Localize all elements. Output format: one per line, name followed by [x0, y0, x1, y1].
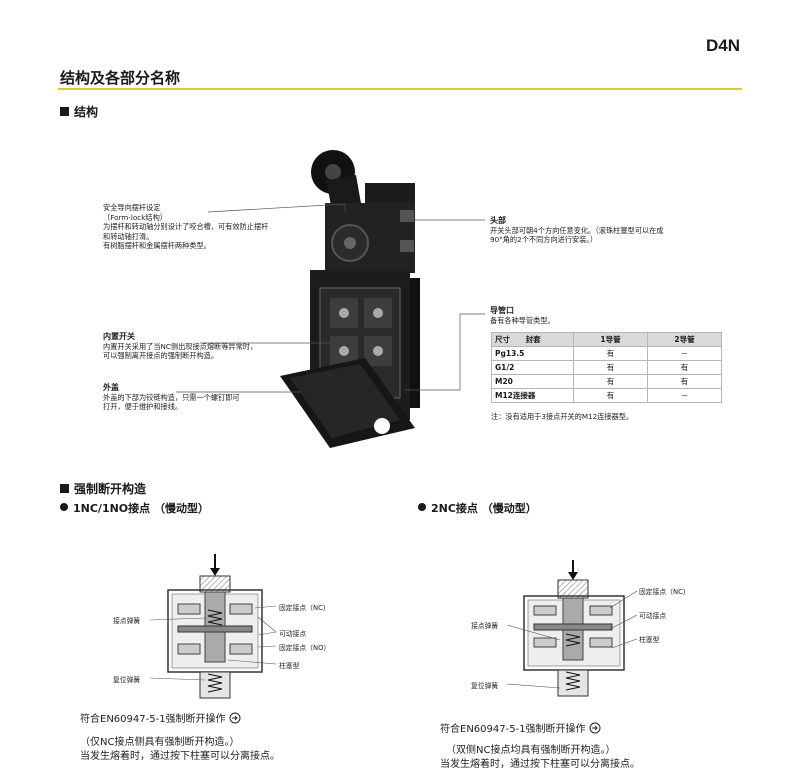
forced-opening-icon [589, 722, 601, 734]
left-contact-spring-label: 接点弹簧 [113, 617, 141, 625]
left-diagram-leaders [149, 605, 277, 681]
left-reset-spring-label: 复位弹簧 [113, 676, 141, 684]
left-fixed-nc-label: 固定接点（NC） [279, 604, 330, 612]
table-cell: Pg13.5 [491, 346, 574, 361]
table-cell: 有 [573, 388, 648, 403]
table-note: 注：没有适用于3接点开关的M12连接器型。 [491, 412, 634, 421]
table-cell: 有 [647, 360, 722, 375]
right-contact-spring-label: 接点弹簧 [471, 622, 499, 630]
conduit-table: 尺寸 封套 1导管 2导管 Pg13.5 有 － G1/2 有 有 M20 有 … [491, 332, 722, 403]
table-cell: M12连接器 [491, 388, 574, 403]
table-row: G1/2 有 有 [491, 360, 722, 375]
right-note-1: （双侧NC接点均具有强制断开构造。） [446, 745, 616, 756]
head-annotation: 头部 开关头部可朝4个方向任意变化。（滚珠柱塞型可以在成 90°角的2个不同方向… [490, 216, 664, 244]
table-cell: 有 [647, 374, 722, 389]
table-cell: － [647, 346, 722, 361]
bullet-icon [60, 503, 68, 511]
table-cell: 有 [573, 360, 648, 375]
left-plunger-label: 柱塞型 [279, 662, 300, 670]
square-bullet-icon [60, 484, 69, 493]
table-cell: G1/2 [491, 360, 574, 375]
switch-illustration [280, 150, 420, 448]
square-bullet-icon [60, 107, 69, 116]
table-header-cell: 1导管 [573, 332, 648, 347]
right-contact-diagram [523, 560, 625, 697]
left-movable-label: 可动接点 [279, 630, 307, 638]
left-fixed-no-label: 固定接点（NO） [279, 644, 331, 652]
formlock-annotation: 安全导向摆杆设定 （Form-lock结构） 为摆杆和转动轴分别设计了咬合槽，可… [103, 203, 269, 250]
left-note-2: 当发生熔着时，通过按下柱塞可以分离接点。 [80, 751, 280, 762]
table-cell: M20 [491, 374, 574, 389]
table-header-row: 尺寸 封套 1导管 2导管 [491, 332, 722, 347]
bullet-icon [418, 503, 426, 511]
table-cell: 有 [573, 346, 648, 361]
table-row: M12连接器 有 － [491, 388, 722, 403]
table-row: Pg13.5 有 － [491, 346, 722, 361]
right-compliance-text: 符合EN60947-5-1强制断开操作 [440, 722, 601, 736]
page-title: 结构及各部分名称 [60, 69, 181, 87]
left-note-1: （仅NC接点侧具有强制断开构造。） [80, 737, 240, 748]
right-diagram-heading: 2NC接点 （慢动型） [418, 500, 537, 516]
forced-opening-icon [229, 712, 241, 724]
left-diagram-heading: 1NC/1NO接点 （慢动型） [60, 500, 209, 516]
leader-lines [176, 203, 485, 393]
title-rule [58, 88, 742, 90]
cover-annotation: 外盖 外盖的下部为铰链构造，只需一个螺钉即可 打开，便于维护和接线。 [103, 383, 240, 411]
right-note-2: 当发生熔着时，通过按下柱塞可以分离接点。 [440, 759, 640, 770]
right-reset-spring-label: 复位弹簧 [471, 682, 499, 690]
left-compliance-text: 符合EN60947-5-1强制断开操作 [80, 712, 241, 726]
table-header-cell: 尺寸 封套 [491, 332, 574, 347]
right-diagram-leaders [506, 590, 638, 689]
conduit-annotation: 导管口 备有各种导管类型。 [490, 306, 555, 325]
right-fixed-nc-label: 固定接点（NC） [639, 588, 690, 596]
builtin-switch-annotation: 内置开关 内置开关采用了当NC侧出现接点熔断等异常时， 可以强制离开接点的强制断… [103, 332, 258, 360]
model-name: D4N [705, 36, 740, 55]
table-cell: 有 [573, 374, 648, 389]
table-row: M20 有 有 [491, 374, 722, 389]
table-cell: － [647, 388, 722, 403]
left-contact-diagram [167, 554, 263, 699]
right-plunger-label: 柱塞型 [639, 636, 660, 644]
table-header-cell: 2导管 [647, 332, 722, 347]
section-forced-heading: 强制断开构造 [60, 480, 146, 497]
right-movable-label: 可动接点 [639, 612, 667, 620]
section-structure-heading: 结构 [60, 103, 98, 120]
